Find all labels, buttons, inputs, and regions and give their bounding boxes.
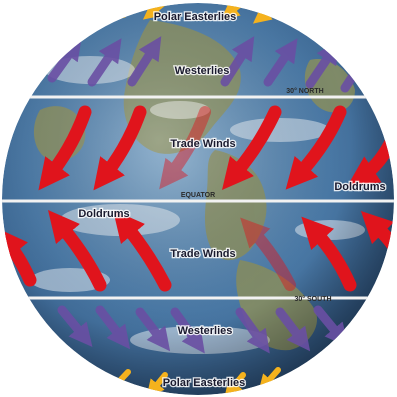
label-30-north: 30° NORTH	[286, 87, 323, 95]
label-30-south: 30° SOUTH	[294, 295, 331, 303]
latitude-lines	[2, 95, 394, 300]
arrow	[38, 105, 92, 191]
label-trade-winds-bottom: Trade Winds	[170, 248, 235, 260]
arrow	[224, 372, 246, 395]
arrow	[95, 305, 131, 350]
label-westerlies-top: Westerlies	[175, 65, 230, 77]
arrow	[159, 106, 211, 190]
arrow	[57, 305, 93, 348]
label-polar-easterlies-top: Polar Easterlies	[154, 11, 237, 23]
arrow	[222, 105, 282, 190]
westerlies-arrows-bottom	[57, 305, 349, 354]
label-westerlies-bottom: Westerlies	[178, 325, 233, 337]
arrow	[360, 210, 394, 257]
arrow	[135, 307, 171, 352]
arrow	[87, 38, 122, 87]
arrow	[275, 307, 311, 352]
arrow	[305, 40, 340, 89]
arrow	[48, 210, 107, 292]
label-equator: EQUATOR	[181, 192, 215, 199]
arrow	[105, 3, 131, 22]
label-doldrums-left: Doldrums	[78, 208, 129, 220]
trade-winds-arrows-south	[2, 210, 394, 292]
arrow	[240, 217, 296, 291]
arrow	[146, 372, 168, 395]
arrow	[93, 105, 147, 191]
arrow	[313, 305, 349, 348]
arrow	[2, 227, 37, 287]
arrow	[220, 36, 255, 87]
arrow	[113, 210, 172, 292]
label-trade-winds-top: Trade Winds	[170, 138, 235, 150]
arrow	[285, 105, 347, 190]
label-polar-easterlies-bottom: Polar Easterlies	[163, 377, 246, 389]
arrow	[127, 36, 162, 87]
label-doldrums-right: Doldrums	[334, 181, 385, 193]
arrow	[235, 307, 270, 354]
arrow	[170, 307, 205, 354]
labels: Polar Easterlies Westerlies 30° NORTH Tr…	[77, 10, 387, 391]
arrow	[263, 38, 298, 87]
arrow	[47, 36, 82, 83]
arrow	[301, 216, 357, 292]
